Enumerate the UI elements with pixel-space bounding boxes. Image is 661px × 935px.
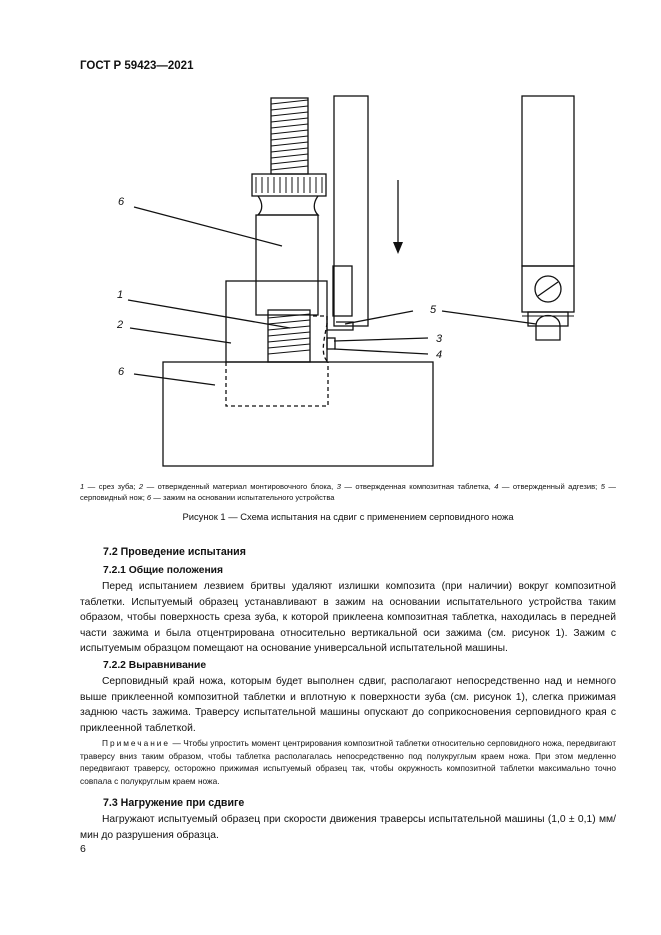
label-1: 1 <box>117 289 123 301</box>
note-label: Примечание <box>102 738 171 748</box>
mounting-block <box>225 280 328 363</box>
section-7-2-2-text: Серповидный край ножа, которым будет вып… <box>80 676 616 734</box>
screw-head <box>534 275 562 303</box>
note-paragraph: Примечание — Чтобы упростить момент цент… <box>80 737 616 787</box>
document-code: ГОСТ Р 59423—2021 <box>80 60 194 72</box>
crescent-edge-right <box>535 314 561 341</box>
knife-tip-right <box>527 311 569 327</box>
crescent-knife <box>326 316 354 331</box>
screw-slot <box>537 281 559 297</box>
label-6-top: 6 <box>118 196 125 208</box>
section-7-2-1-text: Перед испытанием лезвием бритвы удаляют … <box>80 581 616 655</box>
section-7-2-2-title: 7.2.2 Выравнивание <box>103 660 207 671</box>
knife-holder <box>332 265 353 317</box>
section-7-3-title: 7.3 Нагружение при сдвиге <box>103 797 245 809</box>
figure-legend: 1 — срез зуба; 2 — отвержденный материал… <box>80 481 616 503</box>
legend-line-1: 1 — срез зуба; 2 — отвержденный материал… <box>80 482 616 502</box>
page-number: 6 <box>80 843 86 855</box>
tooth <box>313 315 329 363</box>
label-6-bottom: 6 <box>118 366 125 378</box>
note-text: — Чтобы упростить момент центрирования к… <box>80 738 616 786</box>
section-7-3-text: Нагружают испытуемый образец при скорост… <box>80 814 616 841</box>
knurled-nut <box>251 173 327 197</box>
cylinder-body <box>255 214 319 316</box>
nut-neck <box>256 195 320 216</box>
motion-arrow-head <box>393 242 403 254</box>
figure-caption: Рисунок 1 — Схема испытания на сдвиг с п… <box>182 511 514 522</box>
figure-1-diagram: 6 1 2 6 5 3 4 <box>116 95 575 467</box>
label-5: 5 <box>430 304 437 316</box>
label-3: 3 <box>436 333 443 345</box>
composite-tablet <box>326 337 336 350</box>
crosshead-right <box>521 95 575 267</box>
section-7-2-1-title: 7.2.1 Общие положения <box>103 565 223 576</box>
clamp-base <box>162 361 434 467</box>
label-2: 2 <box>116 319 123 331</box>
crosshead-left <box>333 95 369 327</box>
section-7-2-title: 7.2 Проведение испытания <box>103 546 246 558</box>
hidden-outline <box>225 362 329 407</box>
label-4: 4 <box>436 349 442 361</box>
